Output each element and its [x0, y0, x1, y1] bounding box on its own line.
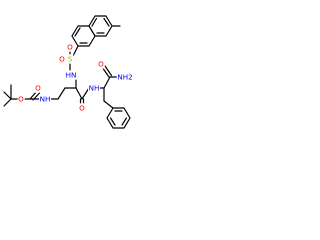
naph-double-2: [74, 27, 81, 37]
bond-cterm-o-b: [104, 65, 113, 77]
atom-carbamate-nh: NH: [40, 95, 51, 104]
atom-boc-o-ester: O: [18, 95, 24, 104]
bond-alpha-co: [75, 87, 83, 100]
atom-terminal-nh2: NH2: [117, 73, 132, 82]
naph-double-5: [91, 17, 98, 27]
atom-label-halo: [67, 54, 74, 64]
molecule-structure-diagram: O O NH HN S O O O NH O NH2: [3, 15, 134, 129]
bond-alpha2-cterm: [103, 76, 111, 89]
atom-label-halo: [66, 42, 74, 52]
atom-label-halo: [58, 54, 66, 64]
atom-label-halo: [17, 94, 25, 104]
atom-label-halo: [39, 94, 51, 104]
atom-so2-o-upper: O: [67, 43, 73, 52]
phenyl-double-2: [121, 117, 128, 126]
atom-label-halo: [34, 83, 42, 93]
atom-amide-o: O: [79, 104, 85, 113]
atom-label-halo: [65, 70, 77, 80]
atom-label-halo: [78, 103, 86, 113]
phenyl-ring: [106, 107, 131, 129]
atom-label-halo: [116, 72, 134, 82]
bond-tbu-me1: [3, 91, 12, 100]
naph-double-4: [103, 17, 110, 27]
bond-s-ring: [72, 45, 79, 57]
bond-ch2a-ch2b: [57, 87, 66, 100]
atom-terminal-o: O: [98, 60, 104, 69]
atom-label-halo: [97, 59, 105, 69]
atom-amide-nh: NH: [89, 84, 100, 93]
atom-sulfonamide-hn: HN: [66, 71, 77, 80]
atom-labels: O O NH HN S O O O NH O NH2: [17, 42, 134, 113]
phenyl-double-3: [109, 117, 116, 126]
atom-boc-o-carbonyl: O: [35, 84, 41, 93]
atom-sulfur: S: [68, 55, 73, 64]
atom-so2-o-lower: O: [59, 55, 65, 64]
atom-label-halo: [88, 83, 100, 93]
bond-co-nh: [81, 87, 90, 100]
bond-tbu-me3: [3, 98, 12, 107]
bond-ch2-ipso: [103, 100, 114, 109]
